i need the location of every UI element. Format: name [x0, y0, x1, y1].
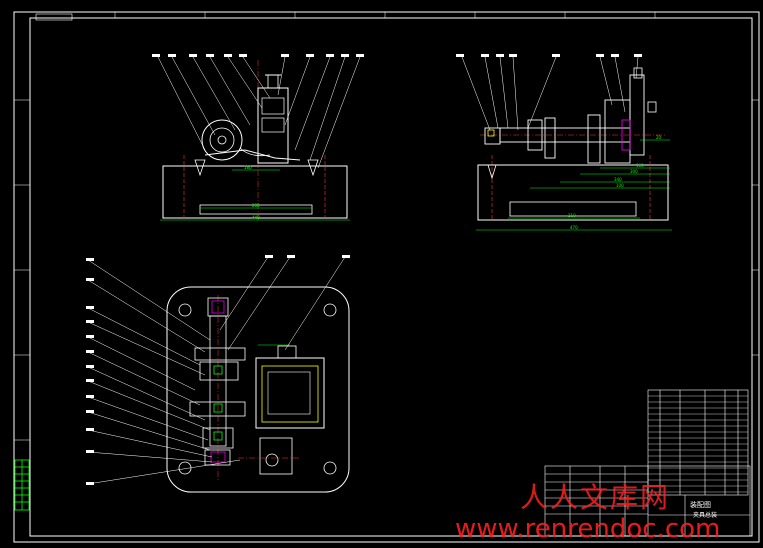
front-base-slot — [199, 204, 313, 215]
top-view — [86, 255, 350, 493]
revision-table — [14, 459, 30, 511]
front-clamp-wheel — [201, 119, 243, 161]
front-view: 180 280 440 — [152, 54, 364, 221]
front-dim-overall: 440 — [252, 215, 260, 220]
side-dim-base: 210 — [568, 213, 576, 218]
front-base-plate — [162, 165, 348, 219]
outer-border — [13, 11, 760, 543]
parts-list-rows — [648, 395, 748, 493]
drawing-number-box — [35, 13, 73, 21]
watermark-text-cn: 人人文库网 — [520, 481, 671, 514]
side-base-plate — [477, 164, 669, 221]
watermark-url: www.renrendoc.com — [455, 514, 721, 544]
title-block — [544, 465, 751, 537]
side-dim-b: 300 — [630, 169, 638, 174]
inner-border — [29, 17, 753, 537]
side-dim-c: 160 — [636, 163, 644, 168]
side-dim-overall: 470 — [570, 225, 578, 230]
side-dim-a: 340 — [614, 177, 622, 182]
front-dim-mid: 280 — [252, 203, 260, 208]
side-dim-e: 100 — [616, 183, 624, 188]
top-work-fixture — [255, 357, 325, 429]
parts-list — [647, 389, 749, 496]
front-column — [257, 87, 289, 164]
title-block-product-name: 夹具总装 — [693, 512, 718, 519]
side-view: 20 160 300 340 100 210 470 — [456, 54, 672, 231]
front-dim-inner: 180 — [244, 165, 252, 170]
side-dim-d: 20 — [656, 135, 662, 140]
zone-ticks — [14, 12, 759, 441]
title-block-drawing-type: 装配图 — [690, 501, 711, 509]
